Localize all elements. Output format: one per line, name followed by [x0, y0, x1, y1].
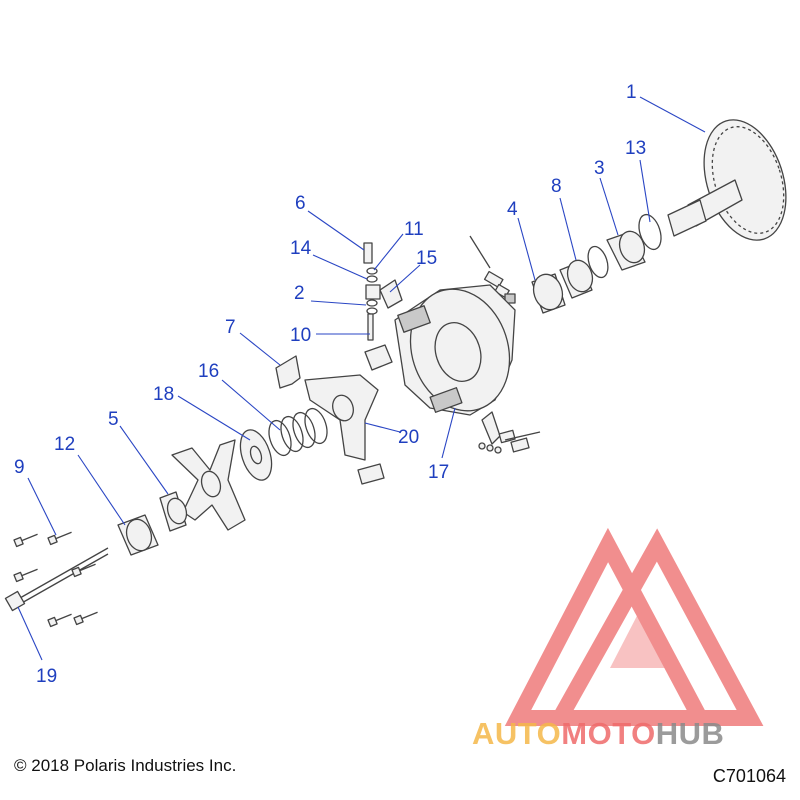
callout-7: 7 [225, 317, 236, 338]
callout-20: 20 [398, 427, 419, 448]
callout-13: 13 [625, 138, 646, 159]
part-1-sheave [667, 119, 787, 241]
part-4-ring [531, 273, 566, 314]
callout-3: 3 [594, 158, 605, 179]
clip-piece [364, 344, 393, 371]
callout-18: 18 [153, 384, 174, 405]
watermark-logo [504, 527, 764, 726]
callout-17: 17 [428, 462, 449, 483]
part-16-spring [268, 407, 328, 457]
callout-4: 4 [507, 199, 518, 220]
callout-14: 14 [290, 238, 312, 259]
part-12-cylinder [117, 514, 159, 556]
callout-6: 6 [295, 193, 306, 214]
callout-9: 9 [14, 457, 25, 478]
watermark-part-auto: AUTO [472, 716, 562, 751]
copyright-text: © 2018 Polaris Industries Inc. [14, 756, 237, 775]
leader-lines [17, 96, 706, 661]
callout-10: 10 [290, 325, 311, 346]
roller-pins [469, 235, 516, 304]
callout-8: 8 [551, 176, 562, 197]
callout-15: 15 [416, 248, 437, 269]
clip-lower [357, 463, 385, 485]
part-18-washer [239, 429, 273, 481]
part-19-bolt [4, 547, 109, 612]
callout-5: 5 [108, 409, 119, 430]
part-17-housing [394, 284, 516, 416]
ring-washer [587, 245, 609, 279]
callout-12: 12 [54, 434, 75, 455]
diagram-code: C701064 [712, 766, 786, 786]
callout-11: 11 [404, 219, 424, 240]
part-20-spider [304, 374, 379, 461]
watermark-part-moto: MOTO [561, 716, 656, 751]
part-9-small-bolts [13, 531, 98, 628]
callout-1: 1 [626, 82, 637, 103]
cover-plate [171, 439, 246, 531]
arm-stack [363, 242, 403, 341]
callout-numbers: 1 2 3 4 5 6 7 8 9 10 11 12 13 14 15 16 1… [14, 82, 646, 687]
part-8-bearing [559, 259, 594, 299]
callout-16: 16 [198, 361, 219, 382]
lower-rollers [478, 411, 541, 454]
part-7-clip [275, 355, 301, 389]
watermark-text: AUTOMOTOHUB [472, 716, 724, 752]
callout-19: 19 [36, 666, 57, 687]
callout-2: 2 [294, 283, 305, 304]
watermark-part-hub: HUB [655, 716, 725, 751]
part-3-bushing [606, 230, 646, 271]
part-13-snap-ring [638, 213, 662, 251]
part-5-bushing [159, 491, 188, 532]
